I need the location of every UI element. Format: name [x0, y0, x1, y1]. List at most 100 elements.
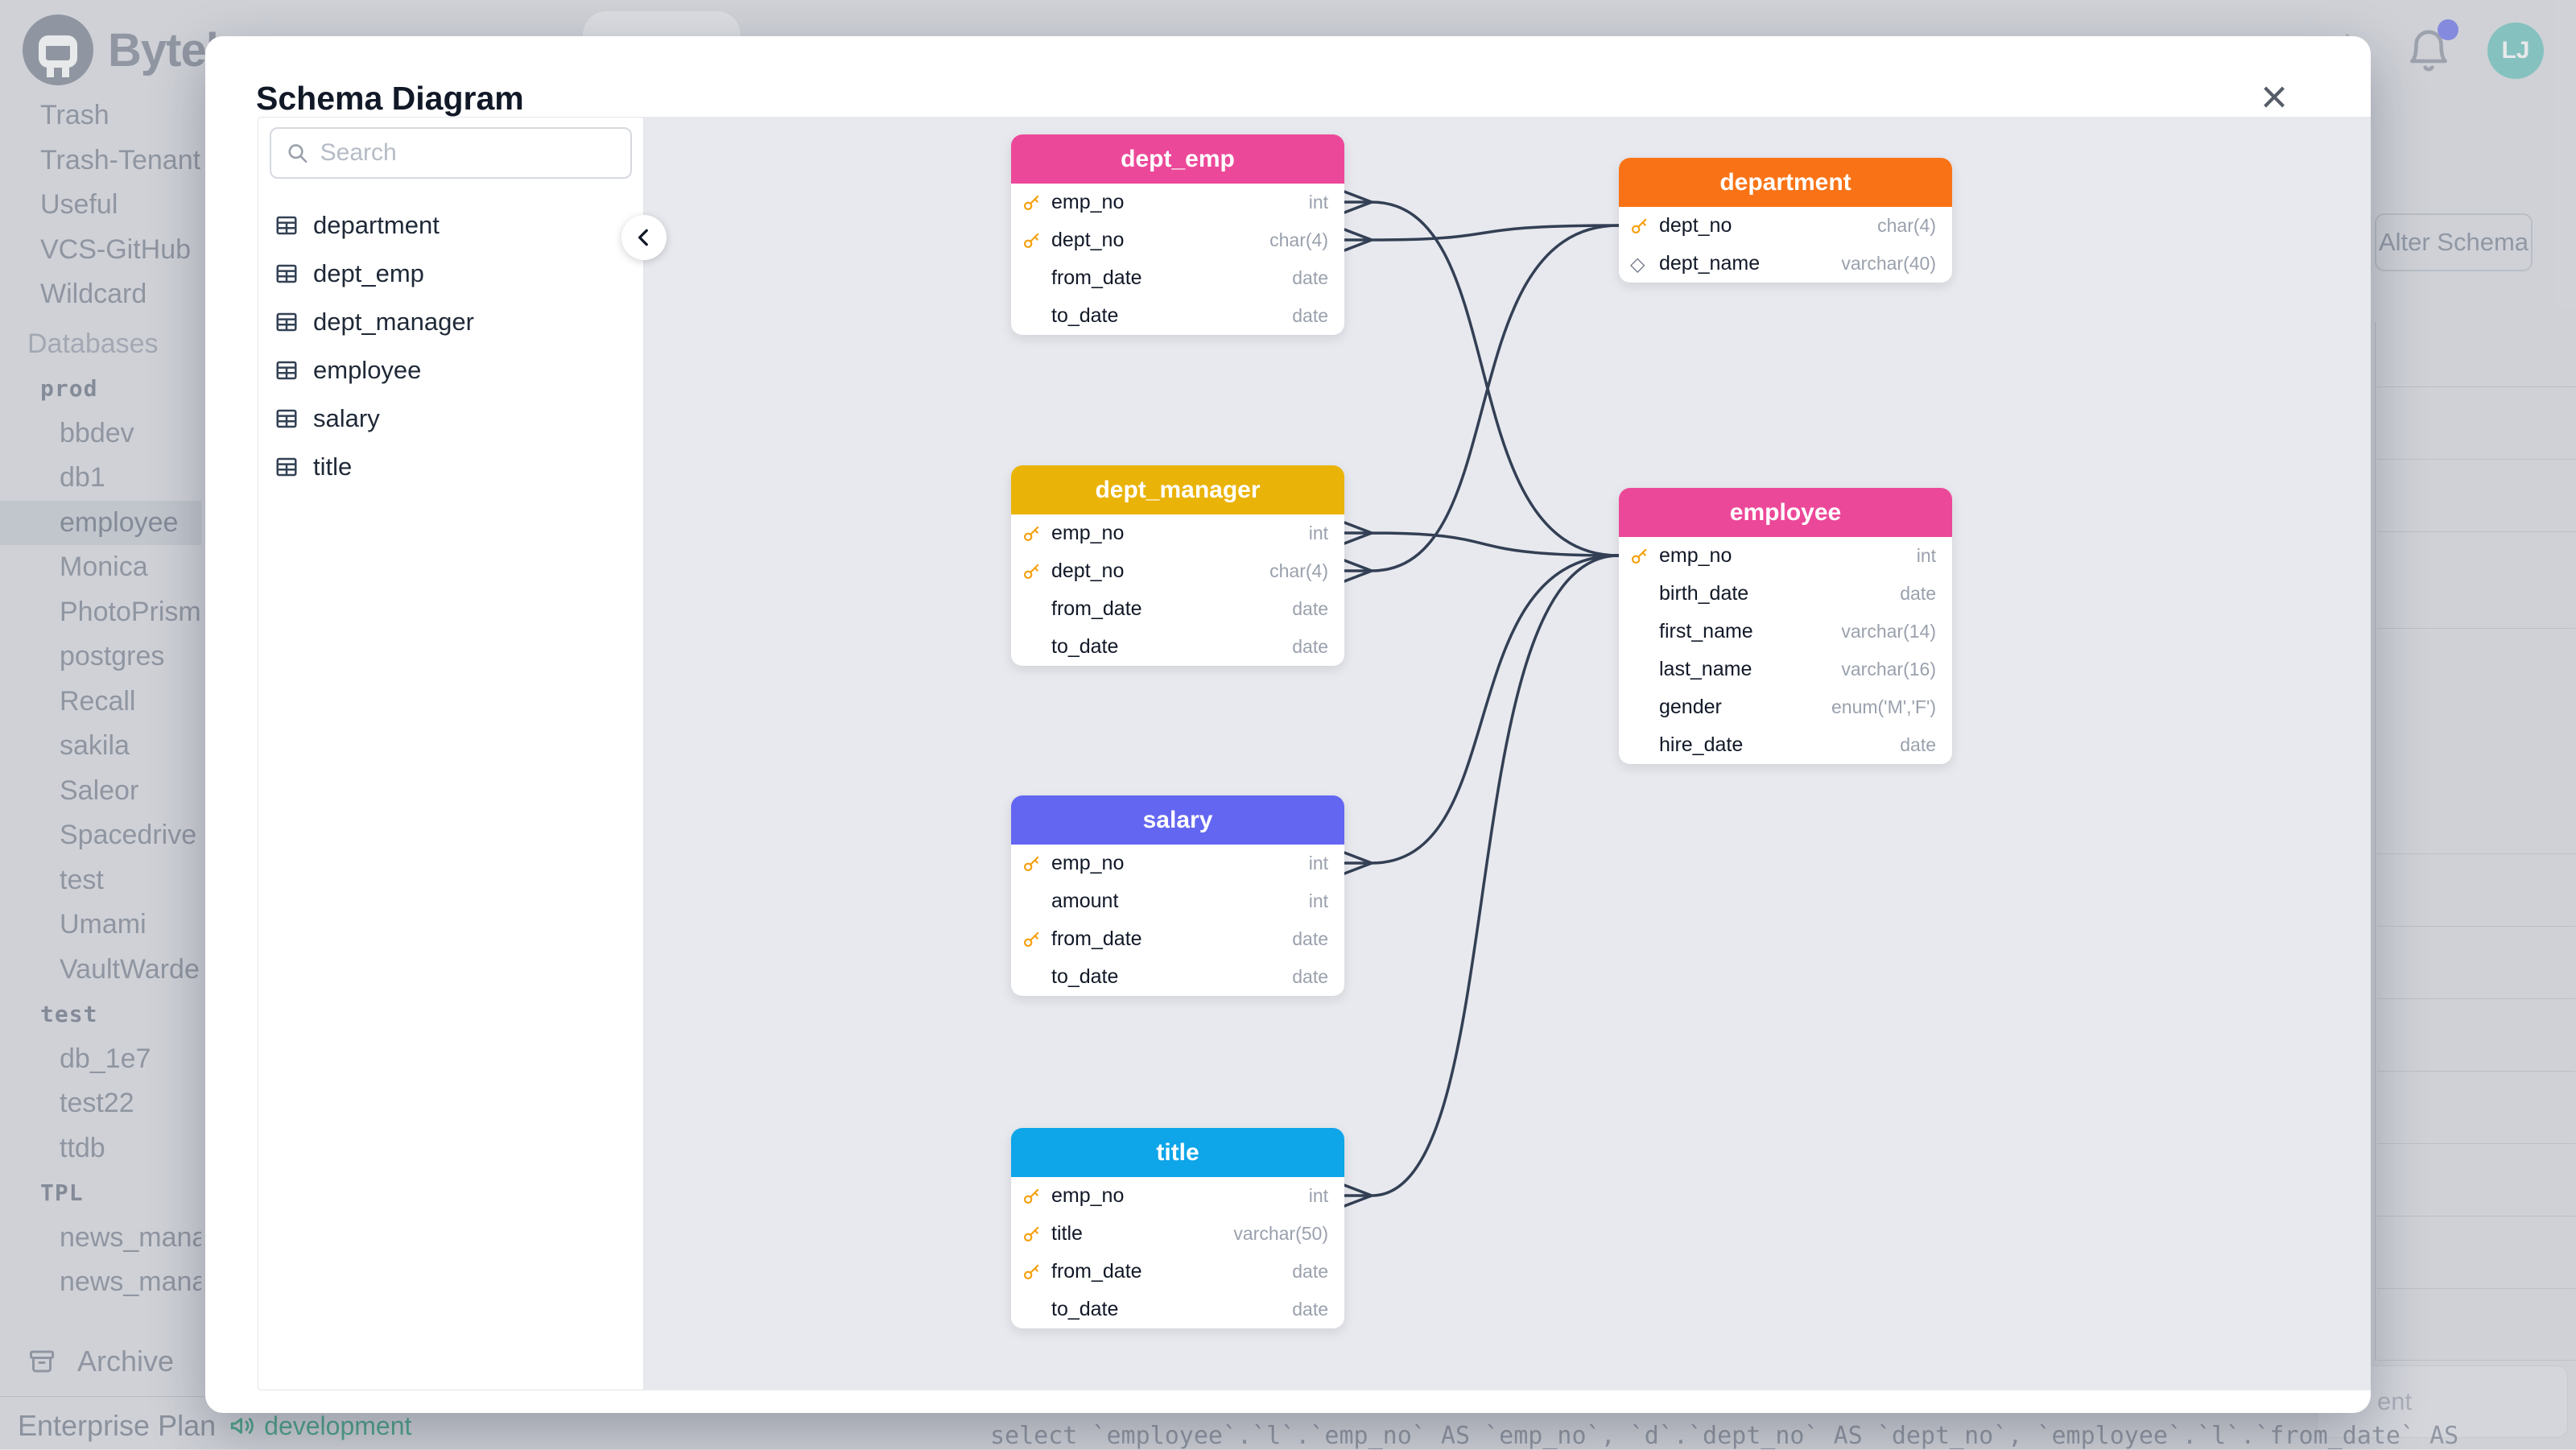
close-icon[interactable]: × — [2260, 71, 2288, 123]
table-list-item[interactable]: dept_manager — [270, 298, 632, 346]
sidebar-item-label: Useful — [40, 189, 118, 221]
sidebar-item-label: VaultWarden — [60, 953, 201, 985]
primary-key-icon — [1630, 547, 1659, 565]
column-name: dept_no — [1051, 560, 1125, 582]
bytebase-logo-icon — [23, 14, 93, 85]
table-list-item[interactable]: employee — [270, 346, 632, 395]
column-type: date — [1292, 966, 1328, 987]
plan-label: Enterprise Plan — [18, 1409, 217, 1442]
sidebar-item-label: test22 — [60, 1088, 134, 1119]
sidebar-item-label: Spacedrive — [60, 820, 197, 851]
column-type: date — [1292, 305, 1328, 326]
sidebar-item[interactable]: Useful — [0, 183, 201, 228]
table-list-item[interactable]: department — [270, 201, 632, 250]
primary-key-icon — [1022, 524, 1051, 543]
sidebar-item[interactable]: postgres — [0, 634, 201, 680]
sidebar-item[interactable]: test — [0, 858, 201, 903]
sidebar-item-label: postgres — [60, 641, 165, 672]
sidebar-item-label: TPL — [40, 1179, 84, 1207]
sidebar-item[interactable]: bbdev — [0, 411, 201, 456]
search-icon — [288, 144, 308, 163]
sidebar-item[interactable]: Monica — [0, 545, 201, 590]
table-list-item[interactable]: salary — [270, 395, 632, 443]
sidebar-item[interactable]: Wildcard — [0, 272, 201, 317]
sidebar-item[interactable]: prod — [0, 366, 201, 411]
sidebar-item[interactable]: PhotoPrism — [0, 590, 201, 635]
sidebar-item[interactable]: VCS-GitHub — [0, 228, 201, 273]
table-header: department — [1619, 158, 1952, 207]
sidebar-item[interactable]: Saleor — [0, 769, 201, 814]
column-name: to_date — [1051, 635, 1119, 658]
column-row: dept_no char(4) — [1011, 552, 1344, 590]
sidebar-item[interactable]: employee — [0, 500, 201, 545]
column-type: date — [1900, 583, 1936, 604]
sidebar-item[interactable]: db_1e7 — [0, 1037, 201, 1082]
collapse-panel-button[interactable] — [621, 215, 667, 260]
sidebar: Trash Trash-Tenant Useful VCS-GitHub Wil… — [0, 93, 201, 1305]
column-type: varchar(40) — [1841, 253, 1936, 274]
column-type: varchar(14) — [1841, 621, 1936, 642]
column-type: date — [1292, 1261, 1328, 1282]
sidebar-item[interactable]: Trash-Tenant — [0, 138, 201, 184]
sidebar-item[interactable]: news_manage — [0, 1260, 201, 1305]
sidebar-item-archive[interactable]: Archive — [0, 1338, 201, 1385]
sidebar-divider — [0, 1396, 205, 1397]
sidebar-item[interactable]: test22 — [0, 1081, 201, 1126]
index-icon: ◇ — [1630, 252, 1645, 275]
sidebar-item[interactable]: sakila — [0, 724, 201, 769]
sidebar-item[interactable]: test — [0, 992, 201, 1037]
column-name: to_date — [1051, 1298, 1119, 1320]
table-list-item[interactable]: title — [270, 443, 632, 491]
sidebar-item[interactable]: Recall — [0, 680, 201, 725]
sidebar-item[interactable]: TPL — [0, 1171, 201, 1216]
sidebar-item[interactable]: Spacedrive — [0, 813, 201, 858]
notification-dot — [2438, 19, 2458, 40]
primary-key-icon — [1022, 1225, 1051, 1243]
user-avatar[interactable]: LJ — [2487, 23, 2544, 79]
column-type: int — [1308, 853, 1328, 874]
background-table-rows — [2375, 322, 2576, 1361]
sidebar-item[interactable]: news_manage — [0, 1216, 201, 1261]
table-icon — [275, 262, 299, 286]
column-type: int — [1308, 192, 1328, 213]
column-name: title — [1051, 1222, 1083, 1245]
search-input[interactable] — [320, 139, 616, 167]
table-list-item[interactable]: dept_emp — [270, 250, 632, 298]
column-row: to_date date — [1011, 1291, 1344, 1328]
primary-key-icon — [1022, 854, 1051, 873]
relation-dept_manager.dept_no-department.dept_no — [1343, 224, 1620, 583]
column-name: from_date — [1051, 1260, 1142, 1283]
sidebar-item[interactable]: VaultWarden — [0, 948, 201, 993]
sidebar-item-label: VCS-GitHub — [40, 233, 192, 265]
sidebar-item-label: Umami — [60, 909, 147, 940]
table-icon — [275, 455, 299, 479]
column-name: hire_date — [1659, 733, 1744, 756]
sidebar-item[interactable]: Umami — [0, 903, 201, 948]
column-type: char(4) — [1269, 560, 1328, 581]
sidebar-item[interactable]: Trash — [0, 93, 201, 138]
sidebar-item[interactable]: Databases — [0, 322, 201, 367]
relation-dept_emp.emp_no-employee.emp_no — [1343, 190, 1620, 557]
sidebar-item[interactable]: db1 — [0, 456, 201, 501]
notification-bell-icon[interactable] — [2404, 19, 2458, 76]
primary-key-icon — [1022, 930, 1051, 948]
sidebar-item[interactable]: ttdb — [0, 1126, 201, 1171]
alter-schema-button[interactable]: Alter Schema — [2375, 213, 2533, 271]
search-box — [270, 127, 632, 179]
column-type: date — [1292, 1299, 1328, 1320]
